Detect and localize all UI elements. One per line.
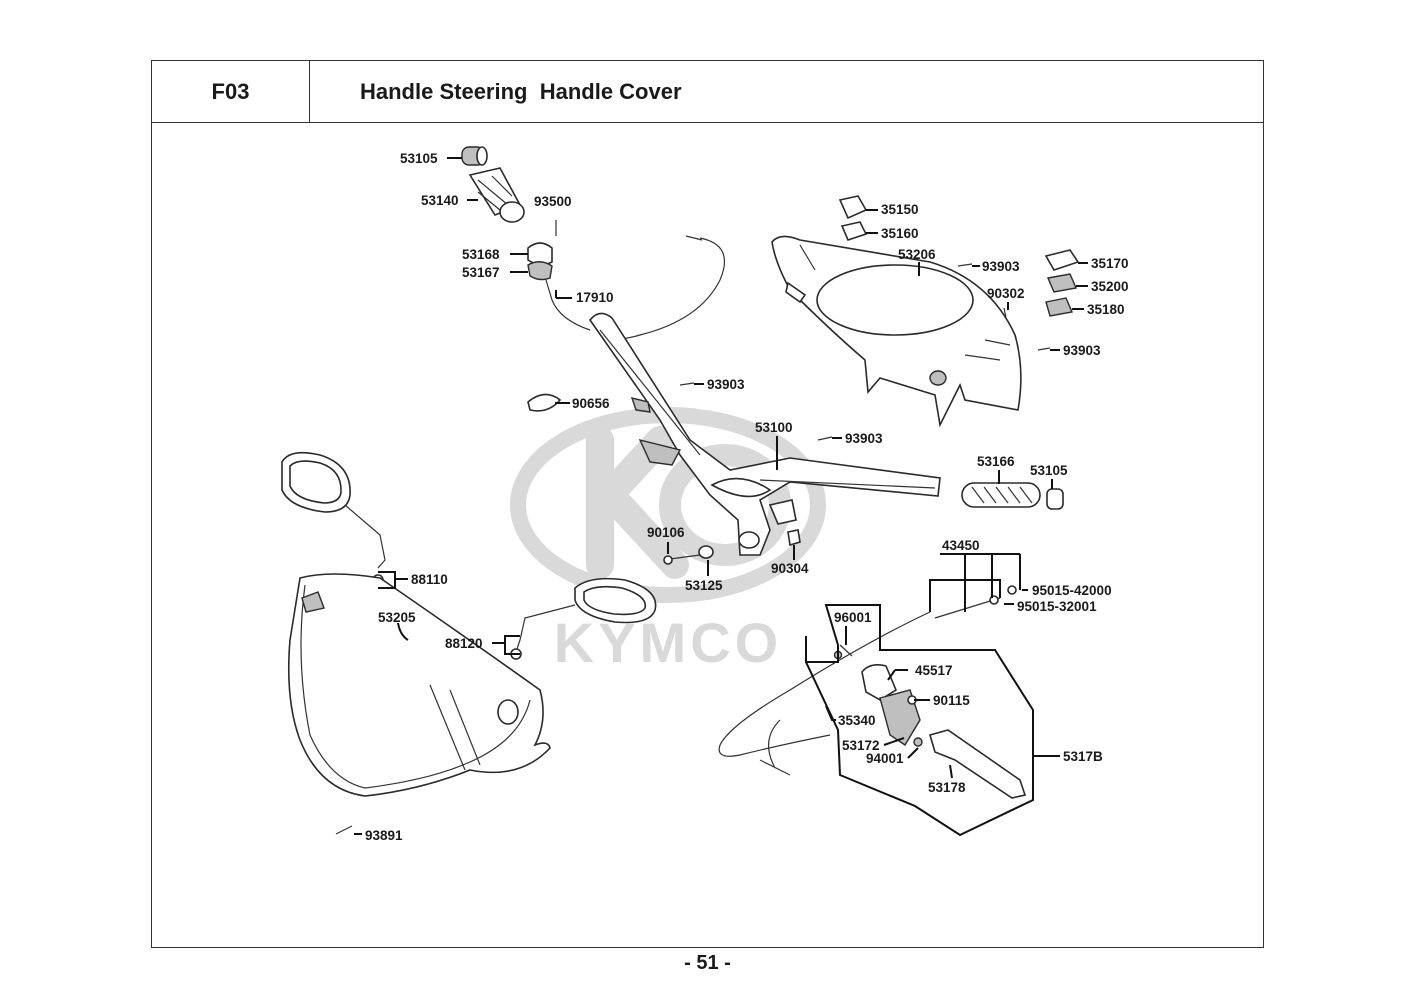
watermark-text: KYMCO <box>554 611 782 674</box>
right-mirror-icon <box>510 577 657 660</box>
screw-93891-icon <box>335 825 353 835</box>
label-53166: 53166 <box>977 454 1015 469</box>
label-17910: 17910 <box>576 290 614 305</box>
label-45517: 45517 <box>915 663 953 678</box>
label-93891: 93891 <box>365 828 403 843</box>
label-90115: 90115 <box>933 693 970 708</box>
label-35200: 35200 <box>1091 279 1129 294</box>
label-53172: 53172 <box>842 738 880 753</box>
switch-35180-icon <box>1045 297 1073 317</box>
label-35150: 35150 <box>881 202 919 217</box>
label-53105-right: 53105 <box>1030 463 1068 478</box>
label-93903-b: 93903 <box>845 431 883 446</box>
label-95015-42000: 95015-42000 <box>1032 583 1112 598</box>
label-90656: 90656 <box>572 396 610 411</box>
front-handle-cover-icon <box>287 573 551 797</box>
label-35170: 35170 <box>1091 256 1129 271</box>
cable-clamp-90656-icon <box>527 393 562 412</box>
label-93500: 93500 <box>534 194 572 209</box>
label-53125: 53125 <box>685 578 723 593</box>
label-43450: 43450 <box>942 538 980 553</box>
nut-94001-icon <box>913 737 923 747</box>
label-53178: 53178 <box>928 780 966 795</box>
label-53205: 53205 <box>378 610 416 625</box>
throttle-cable-icon <box>545 235 726 341</box>
brake-lever-icon <box>929 729 1027 799</box>
bolt-90106-icon <box>663 554 701 565</box>
label-90304: 90304 <box>771 561 809 576</box>
switch-35200-icon <box>1047 273 1077 293</box>
page-number: - 51 - <box>684 952 731 974</box>
throttle-grip-icon <box>468 167 525 223</box>
label-53206: 53206 <box>898 247 936 262</box>
right-grip-icon <box>961 482 1041 508</box>
label-35180: 35180 <box>1087 302 1125 317</box>
switch-35160-icon <box>840 221 868 241</box>
label-53100: 53100 <box>755 420 793 435</box>
label-35340: 35340 <box>838 713 876 728</box>
left-mirror-icon <box>281 451 386 586</box>
leader-lines <box>354 157 1088 835</box>
part-labels: 53105 53140 93500 53168 53167 17910 9065… <box>365 151 1129 843</box>
label-5317B: 5317B <box>1063 749 1103 764</box>
label-90106: 90106 <box>647 525 685 540</box>
label-88120: 88120 <box>445 636 483 651</box>
handle-cover-rear-icon <box>771 235 1022 428</box>
throttle-housing-icon <box>527 242 553 281</box>
page-title: Handle Steering Handle Cover <box>360 78 682 104</box>
collar-53125-icon <box>698 545 714 559</box>
assembly-5317b-outline <box>805 604 1034 837</box>
right-grip-end-cap-icon <box>1046 488 1064 510</box>
diagram-frame <box>151 122 1264 948</box>
label-93903-a: 93903 <box>707 377 745 392</box>
throttle-grip-group <box>461 146 726 412</box>
section-code: F03 <box>211 78 250 104</box>
label-88110: 88110 <box>411 572 448 587</box>
handlebar-icon <box>588 312 941 556</box>
small-screws-icon <box>679 263 1051 441</box>
switch-35150-icon <box>838 195 868 220</box>
label-93903-c: 93903 <box>982 259 1020 274</box>
switch-35170-icon <box>1044 249 1080 271</box>
grip-end-cap-icon <box>461 146 488 166</box>
label-94001: 94001 <box>866 751 904 766</box>
title-box <box>309 60 1264 123</box>
label-53167: 53167 <box>462 265 500 280</box>
label-53105-top: 53105 <box>400 151 438 166</box>
label-95015-32001: 95015-32001 <box>1017 599 1097 614</box>
label-35160: 35160 <box>881 226 919 241</box>
label-90302: 90302 <box>987 286 1025 301</box>
nut-90304-icon <box>787 529 801 547</box>
label-93903-d: 93903 <box>1063 343 1101 358</box>
label-53168: 53168 <box>462 247 500 262</box>
label-96001: 96001 <box>834 610 872 625</box>
label-53140: 53140 <box>421 193 459 208</box>
